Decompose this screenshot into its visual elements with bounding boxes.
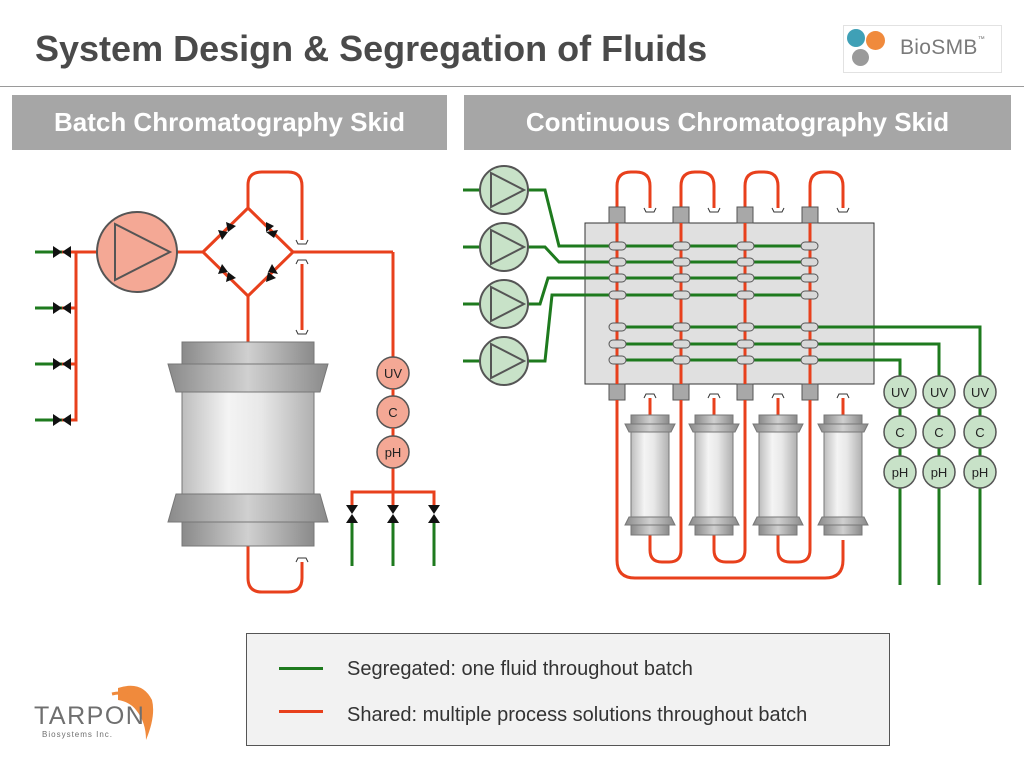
sensor-stack-2: UV C pH	[922, 375, 956, 489]
logo-dot-blue-icon	[847, 29, 865, 47]
biosmb-tm: ™	[977, 36, 985, 43]
legend-segregated-label: Segregated: one fluid throughout batch	[347, 658, 693, 680]
batch-ph-label: pH	[385, 445, 402, 460]
continuous-columns	[624, 414, 869, 536]
stack-3-c-label: C	[975, 425, 984, 440]
logo-dot-gray-icon	[852, 49, 869, 66]
tarpon-subtitle: Biosystems Inc.	[42, 730, 114, 739]
logo-dot-orange-icon	[866, 31, 885, 50]
stack-2-ph-label: pH	[931, 465, 948, 480]
legend: Segregated: one fluid throughout batch S…	[246, 633, 890, 746]
batch-fittings	[295, 239, 309, 563]
stack-1-ph-label: pH	[892, 465, 909, 480]
continuous-pumps	[479, 165, 529, 386]
stack-1-c-label: C	[895, 425, 904, 440]
continuous-pump-4-icon	[479, 336, 529, 386]
sensor-stack-3: UV C pH	[963, 375, 997, 489]
batch-pump-icon	[96, 211, 178, 293]
slide-title: System Design & Segregation of Fluids	[35, 28, 708, 69]
title-divider	[0, 86, 1024, 87]
stack-2-uv-label: UV	[930, 385, 948, 400]
continuous-valve-ovals	[608, 241, 819, 365]
stack-1-uv-label: UV	[891, 385, 909, 400]
legend-segregated-swatch	[279, 667, 323, 670]
continuous-column-lines	[615, 398, 845, 580]
continuous-column-3-icon	[752, 414, 804, 536]
continuous-pump-3-icon	[479, 279, 529, 329]
stack-3-ph-label: pH	[972, 465, 989, 480]
continuous-fittings	[643, 207, 850, 399]
batch-c-sensor: C	[376, 395, 410, 429]
batch-uv-sensor: UV	[376, 356, 410, 390]
biosmb-prefix: Bio	[900, 36, 932, 59]
stack-3-uv-label: UV	[971, 385, 989, 400]
continuous-sensors: UV C pH UV C pH UV C pH	[883, 375, 997, 489]
batch-column-icon	[167, 341, 329, 547]
biosmb-logo: BioSMB™	[843, 25, 1002, 73]
batch-sensors: UV C pH	[376, 356, 410, 469]
continuous-column-4-icon	[817, 414, 869, 536]
batch-uv-label: UV	[384, 366, 402, 381]
tarpon-logo: TARPON Biosystems Inc.	[34, 686, 174, 746]
sensor-stack-1: UV C pH	[883, 375, 917, 489]
batch-skid: UV C pH	[35, 170, 440, 594]
biosmb-main: SMB	[931, 36, 978, 59]
legend-shared-label: Shared: multiple process solutions throu…	[347, 704, 808, 726]
continuous-pump-1-icon	[479, 165, 529, 215]
continuous-skid-header: Continuous Chromatography Skid	[464, 95, 1011, 150]
tarpon-fish-icon	[111, 685, 154, 740]
continuous-pump-2-icon	[479, 222, 529, 272]
biosmb-wordmark: BioSMB™	[900, 36, 985, 60]
stack-2-c-label: C	[934, 425, 943, 440]
continuous-top-loops	[615, 170, 845, 208]
batch-ph-sensor: pH	[376, 435, 410, 469]
continuous-valve-block	[584, 222, 875, 385]
continuous-column-2-icon	[688, 414, 740, 536]
continuous-skid: UV C pH UV C pH UV C pH	[463, 165, 997, 585]
continuous-column-1-icon	[624, 414, 676, 536]
tarpon-wordmark: TARPON	[34, 702, 146, 730]
legend-shared-swatch	[279, 710, 323, 713]
batch-c-label: C	[388, 405, 397, 420]
batch-inlet-valves	[53, 222, 440, 523]
batch-skid-header: Batch Chromatography Skid	[12, 95, 447, 150]
